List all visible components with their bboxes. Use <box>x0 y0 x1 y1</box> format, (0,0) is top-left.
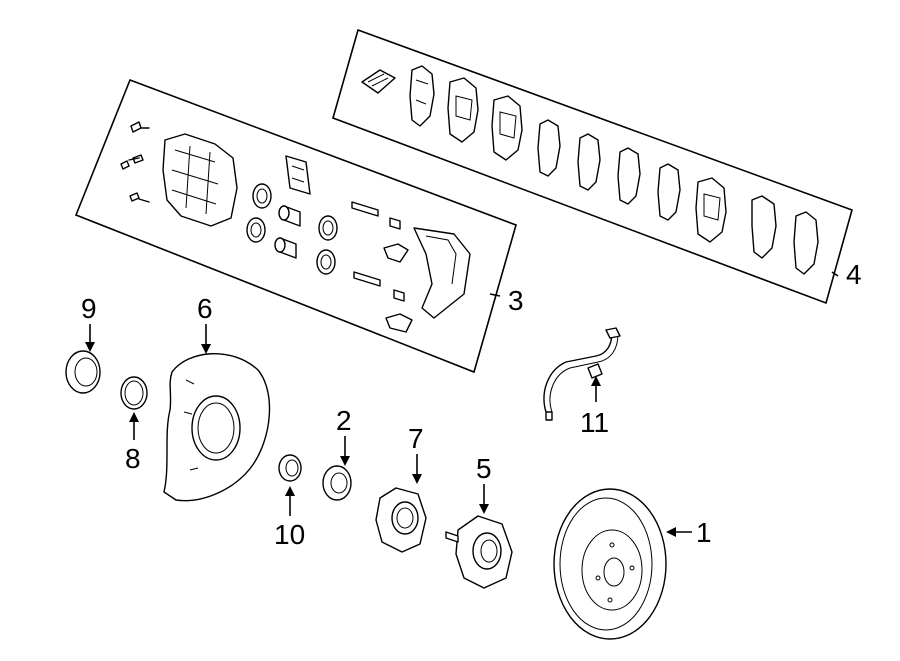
brake-pad-4 <box>537 119 561 177</box>
callout-2: 2 <box>336 405 352 436</box>
rotor-1 <box>553 488 667 640</box>
caliper-assembly-panel <box>74 78 517 374</box>
hub-seal-9 <box>65 350 101 394</box>
caliper-pistons <box>274 205 301 259</box>
leader-6 <box>201 324 211 354</box>
leader-3 <box>489 293 501 297</box>
hub-5 <box>445 515 513 589</box>
caliper-bracket <box>413 227 471 319</box>
leader-8 <box>129 412 139 440</box>
callout-9: 9 <box>81 293 97 324</box>
callout-8: 8 <box>125 443 141 474</box>
guide-pins <box>351 201 381 287</box>
brake-pad-6 <box>617 147 641 205</box>
bearing-2 <box>322 465 352 501</box>
brake-pad-10 <box>793 211 819 275</box>
piston-seals <box>246 183 338 275</box>
wheel-speed-sensor-11 <box>543 327 621 421</box>
leader-5 <box>479 484 489 514</box>
brake-pad-9 <box>751 195 777 259</box>
brake-pad-5 <box>577 133 601 191</box>
callout-5: 5 <box>476 453 492 484</box>
leader-10 <box>285 486 295 516</box>
callout-3: 3 <box>508 285 524 316</box>
snap-ring-8 <box>120 376 148 410</box>
callout-6: 6 <box>197 293 213 324</box>
knuckle-7 <box>375 487 427 553</box>
callout-4: 4 <box>846 259 862 290</box>
caliper-housing <box>162 133 238 227</box>
pad-clips <box>383 243 413 333</box>
brake-pad-7 <box>657 163 681 221</box>
leader-4 <box>831 271 839 277</box>
pin-boots <box>389 217 405 302</box>
nut-10 <box>278 454 302 482</box>
leader-9 <box>85 324 95 352</box>
brake-pad-1 <box>409 65 435 127</box>
leader-11 <box>591 376 601 402</box>
splash-shield-6 <box>163 352 271 502</box>
brake-pad-3 <box>491 95 523 161</box>
brake-pad-8 <box>695 177 727 243</box>
callout-10: 10 <box>274 519 305 550</box>
leader-1 <box>666 527 692 537</box>
callout-7: 7 <box>408 423 424 454</box>
anti-rattle-spring <box>285 155 311 195</box>
bleeder-bolts <box>120 121 150 203</box>
leader-7 <box>412 454 422 484</box>
callout-11: 11 <box>580 407 609 438</box>
leader-2 <box>340 436 350 466</box>
callout-1: 1 <box>696 517 712 548</box>
brake-pad-set-panel <box>332 28 853 305</box>
brake-pad-2 <box>447 77 479 143</box>
pad-hardware-clip <box>361 69 396 94</box>
